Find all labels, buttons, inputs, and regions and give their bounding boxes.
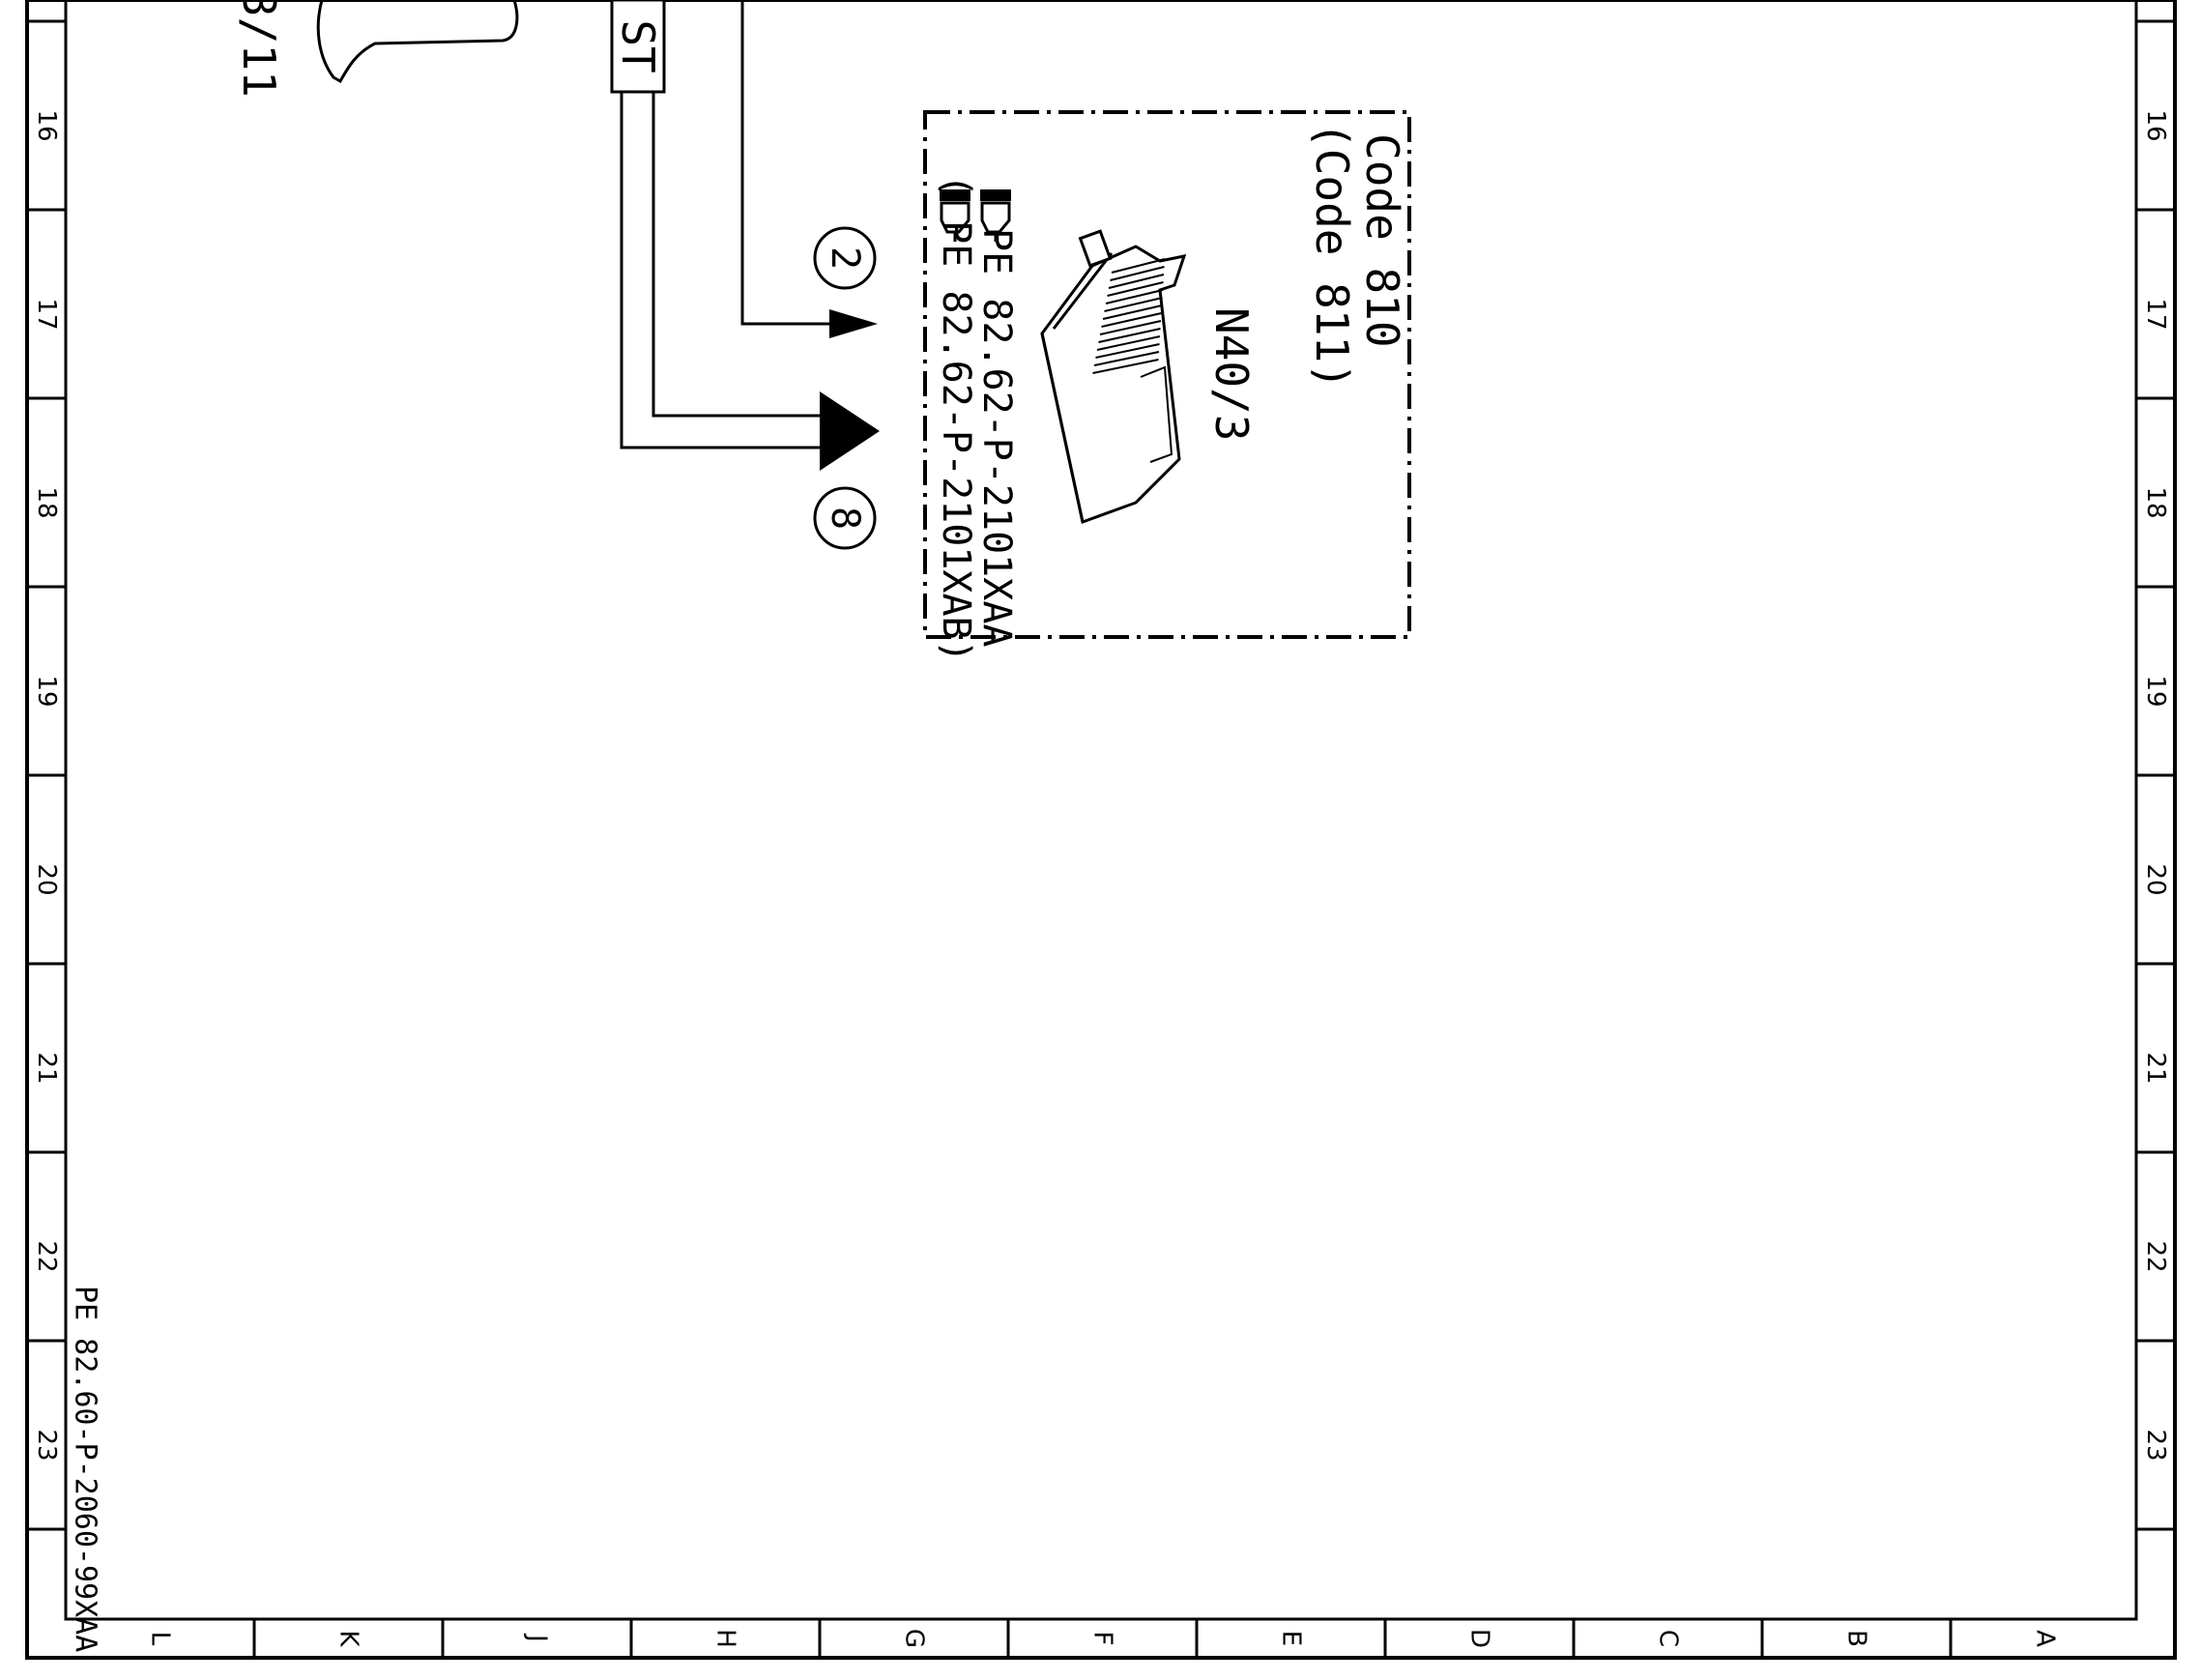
ref-primary-label: PE 82.62-P-2101XAA bbox=[974, 228, 1019, 647]
wire-thin bbox=[740, 0, 831, 326]
column-marker: G bbox=[900, 1629, 929, 1648]
row-marker-left: 21 bbox=[32, 1052, 61, 1084]
connector-fin bbox=[1099, 320, 1162, 335]
row-marker-right: 16 bbox=[2141, 109, 2170, 141]
column-marker: L bbox=[146, 1632, 175, 1646]
row-marker-left: 17 bbox=[32, 298, 61, 330]
connector-fin bbox=[1101, 312, 1162, 328]
column-marker: H bbox=[711, 1629, 740, 1648]
partial-component: 3/11 bbox=[233, 0, 519, 98]
column-marker: A bbox=[2031, 1630, 2060, 1647]
st-label: ST bbox=[612, 19, 664, 72]
callout-8: 8 bbox=[813, 486, 877, 550]
row-marker-right: 20 bbox=[2141, 863, 2170, 895]
code-alternate-label: (Code 811) bbox=[1306, 122, 1358, 390]
ref-alternate-label: ( PE 82.62-P-2101XAB) bbox=[934, 174, 978, 663]
column-marker: B bbox=[1842, 1630, 1871, 1647]
connector-fin bbox=[1102, 304, 1163, 320]
callout-8-label: 8 bbox=[823, 507, 867, 530]
row-markers-left: 16 17 18 19 20 21 22 23 bbox=[27, 19, 66, 1531]
row-markers-right: 16 17 18 19 20 21 22 23 bbox=[2136, 19, 2175, 1531]
row-marker-left: 22 bbox=[32, 1240, 61, 1272]
hand-pointer-icon bbox=[940, 189, 970, 242]
component-boundary bbox=[923, 110, 1411, 639]
inner-frame bbox=[64, 0, 2138, 1621]
row-marker-left: 18 bbox=[32, 486, 61, 518]
row-marker-right: 18 bbox=[2141, 486, 2170, 518]
row-marker-right: 21 bbox=[2141, 1052, 2170, 1084]
outer-frame bbox=[25, 0, 2177, 1660]
row-marker-right: 17 bbox=[2141, 298, 2170, 330]
connector-fin bbox=[1107, 281, 1164, 297]
column-marker: C bbox=[1654, 1630, 1683, 1647]
row-marker-left: 19 bbox=[32, 675, 61, 707]
connector-fin bbox=[1111, 258, 1166, 274]
arrow-large bbox=[820, 391, 880, 471]
row-marker-left: 23 bbox=[32, 1429, 61, 1461]
bundle-outer bbox=[620, 92, 822, 449]
row-marker-left: 20 bbox=[32, 863, 61, 895]
connector-fin bbox=[1108, 274, 1165, 289]
arrow-small bbox=[829, 309, 878, 338]
connector-fin bbox=[1098, 328, 1161, 343]
column-marker: E bbox=[1277, 1631, 1306, 1646]
column-marker: K bbox=[334, 1630, 363, 1647]
partial-ref-label: 3/11 bbox=[233, 0, 285, 98]
connector-fin bbox=[1096, 335, 1161, 351]
bundle-inner bbox=[652, 92, 822, 418]
callout-2: 2 bbox=[813, 226, 877, 290]
column-marker: F bbox=[1088, 1632, 1117, 1646]
component-name-label: N40/3 bbox=[1205, 307, 1258, 441]
document-ref: PE 82.60-P-2060-99XAA bbox=[69, 1286, 102, 1652]
connector-fin bbox=[1095, 343, 1160, 359]
connector-plug-icon bbox=[1040, 229, 1187, 524]
callout-2-label: 2 bbox=[823, 246, 867, 270]
column-marker: J bbox=[523, 1633, 552, 1642]
connector-fin bbox=[1110, 266, 1165, 281]
st-label-box bbox=[610, 0, 666, 94]
hand-pointer-icon bbox=[980, 189, 1011, 242]
row-marker-left: 16 bbox=[32, 109, 61, 141]
row-marker-right: 22 bbox=[2141, 1240, 2170, 1272]
connector-fin bbox=[1104, 297, 1163, 312]
connector-fin bbox=[1105, 289, 1164, 304]
row-marker-right: 19 bbox=[2141, 675, 2170, 707]
code-primary-label: Code 810 bbox=[1356, 133, 1408, 348]
connector-fin bbox=[1093, 351, 1160, 366]
column-marker: D bbox=[1465, 1629, 1494, 1648]
row-marker-right: 23 bbox=[2141, 1429, 2170, 1461]
connector-fin bbox=[1092, 359, 1159, 374]
